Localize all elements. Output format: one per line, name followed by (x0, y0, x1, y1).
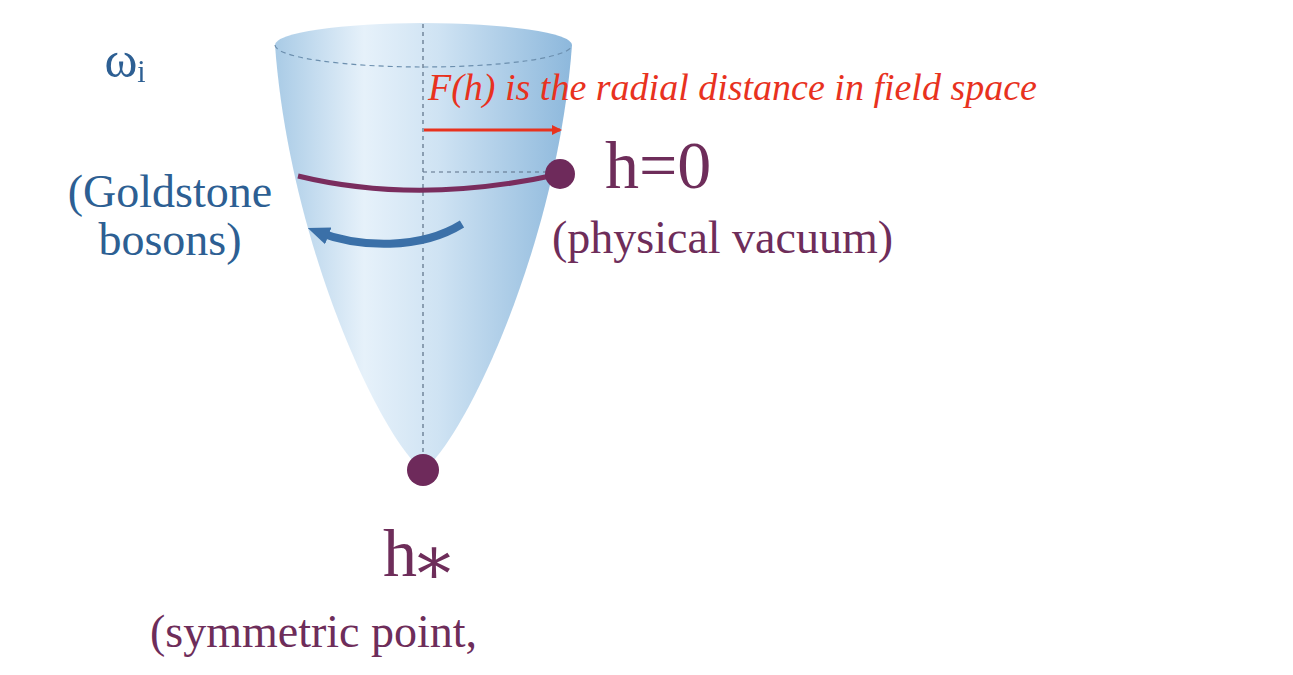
dimension-note: F(h) is the radial distance in field spa… (428, 68, 1037, 108)
field-description: (Goldstone bosons) (20, 168, 320, 265)
vacuum-dot (545, 159, 575, 189)
goldstone-arrow (318, 224, 462, 244)
field-symbol: ωᵢ (104, 34, 145, 87)
symmetric-dot (407, 454, 439, 486)
vacuum-label: h=0 (605, 130, 711, 201)
radius-dashed (423, 171, 553, 172)
symmetric-description: (symmetric point, (150, 608, 477, 656)
radius-arrow (424, 129, 560, 132)
symmetric-label: h⁎ (383, 518, 451, 589)
vacuum-description: (physical vacuum) (552, 214, 893, 262)
goldstone-circle-arc (298, 174, 560, 190)
axis-dashed (422, 24, 423, 468)
